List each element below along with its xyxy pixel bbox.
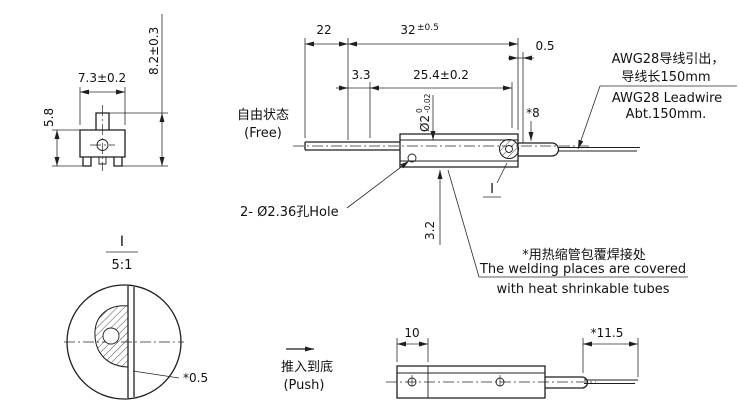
welding-note-en1: The welding places are covered bbox=[479, 262, 686, 277]
mounting-hole bbox=[407, 153, 417, 163]
dim-22-text: 22 bbox=[316, 23, 331, 37]
front-width-dim-text: 7.3±0.2 bbox=[78, 71, 126, 85]
leadwire-note: AWG28导线引出， 导线长150mm AWG28 Leadwire Abt.1… bbox=[577, 52, 737, 150]
dim-star-8-text: *8 bbox=[526, 106, 540, 120]
dim-diameter-2: Ø2 0 -0.02 bbox=[415, 93, 436, 140]
dim-11-5: *11.5 bbox=[582, 326, 639, 377]
dia-2-text: Ø2 bbox=[418, 115, 432, 132]
dia-2-tol-lower-text: -0.02 bbox=[423, 93, 432, 113]
push-label-cn: 推入到底 bbox=[281, 359, 333, 375]
leadwire-note-cn2: 导线长150mm bbox=[621, 70, 710, 85]
dim-3-2: 3.2 bbox=[423, 170, 443, 245]
push-view-part-outline bbox=[396, 365, 638, 399]
push-view: 10 *11.5 推入到底 (Push) bbox=[281, 326, 639, 399]
front-height-dim-text: 8.2±0.3 bbox=[147, 27, 161, 75]
dim-0-5: 0.5 bbox=[508, 39, 555, 143]
free-view-part-outline bbox=[304, 133, 640, 168]
welding-wire-core bbox=[505, 145, 513, 153]
detail-reference-mark: I bbox=[483, 162, 508, 198]
leadwire-note-en2: Abt.150mm. bbox=[626, 107, 707, 122]
dim-wall-0-5-text: *0.5 bbox=[183, 371, 208, 385]
front-side-dimension: 5.8 bbox=[42, 108, 83, 167]
detail-view-scale-text: 5:1 bbox=[112, 258, 133, 273]
dim-3-3-25-4: 3.3 25.4±0.2 bbox=[336, 68, 513, 138]
front-width-dimension: 7.3±0.2 bbox=[78, 71, 126, 125]
front-view-part-outline bbox=[79, 105, 126, 171]
dim-25-4-text: 25.4±0.2 bbox=[413, 68, 469, 82]
dim-3-2-text: 3.2 bbox=[423, 221, 437, 240]
leadwire-note-en1: AWG28 Leadwire bbox=[612, 91, 722, 106]
dim-0-5-text: 0.5 bbox=[535, 39, 554, 53]
free-state-label-en: (Free) bbox=[244, 126, 282, 141]
dim-11-5-text: *11.5 bbox=[591, 326, 624, 340]
dim-32-text: 32 bbox=[400, 23, 415, 37]
dim-32-tolerance-text: ±0.5 bbox=[417, 23, 439, 33]
free-state-view: 22 32 ±0.5 0.5 3.3 25.4±0.2 Ø2 0 -0. bbox=[237, 23, 737, 297]
push-label-en: (Push) bbox=[283, 378, 324, 393]
free-state-label-cn: 自由状态 bbox=[237, 108, 289, 123]
dim-10: 10 bbox=[396, 326, 429, 362]
welding-note: *用热缩管包覆焊接处 The welding places are covere… bbox=[447, 169, 688, 297]
dim-star-8: *8 bbox=[526, 106, 540, 141]
detail-view: I 5:1 *0.5 bbox=[64, 234, 208, 400]
free-state-label: 自由状态 (Free) bbox=[237, 108, 289, 141]
hole-callout: 2- Ø2.36孔Hole bbox=[240, 160, 410, 220]
welding-note-cn: *用热缩管包覆焊接处 bbox=[522, 247, 646, 263]
dim-wall-0-5: *0.5 bbox=[132, 370, 208, 385]
hole-callout-text: 2- Ø2.36孔Hole bbox=[240, 205, 339, 220]
dim-10-text: 10 bbox=[404, 326, 419, 340]
detail-view-ref-text: I bbox=[120, 234, 124, 250]
dia-2-tol-upper-text: 0 bbox=[415, 108, 424, 113]
welding-note-en2: with heat shrinkable tubes bbox=[497, 282, 670, 297]
leadwire-note-cn1: AWG28导线引出， bbox=[612, 52, 725, 67]
dim-22-32: 22 32 ±0.5 bbox=[304, 23, 519, 140]
dim-3-3-text: 3.3 bbox=[351, 68, 370, 82]
push-action-label: 推入到底 (Push) bbox=[281, 346, 333, 393]
front-view: 7.3±0.2 8.2±0.3 5.8 bbox=[42, 14, 168, 171]
wire-cross-section bbox=[102, 327, 120, 345]
front-side-dim-text: 5.8 bbox=[42, 108, 56, 127]
front-height-dimension: 8.2±0.3 bbox=[109, 14, 168, 167]
detail-ref-text: I bbox=[490, 182, 494, 197]
